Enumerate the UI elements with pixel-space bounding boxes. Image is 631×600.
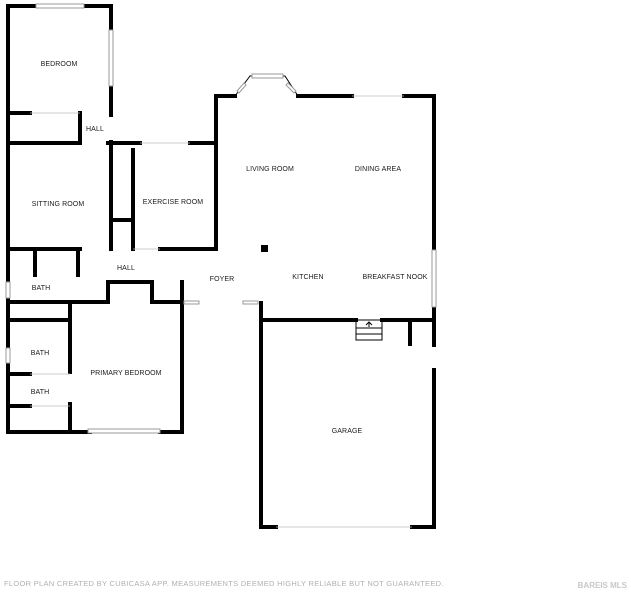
label-primary-bedroom: PRIMARY BEDROOM	[90, 370, 161, 377]
label-hall-upper: HALL	[86, 126, 104, 133]
door-openings	[30, 95, 412, 528]
footer-disclaimer: FLOOR PLAN CREATED BY CUBICASA APP. MEAS…	[4, 579, 444, 588]
mls-watermark: BAREIS MLS	[577, 581, 627, 590]
label-dining-area: DINING AREA	[355, 166, 401, 173]
label-sitting-room: SITTING ROOM	[32, 201, 85, 208]
label-kitchen: KITCHEN	[292, 274, 323, 281]
label-bath-2: BATH	[31, 350, 50, 357]
walls	[6, 4, 436, 529]
windows	[5, 3, 437, 434]
label-foyer: FOYER	[210, 276, 235, 283]
garage-steps	[355, 319, 383, 341]
label-breakfast-nook: BREAKFAST NOOK	[362, 274, 427, 281]
label-hall-lower: HALL	[117, 265, 135, 272]
label-bath-1: BATH	[32, 285, 51, 292]
room-labels: BEDROOM HALL SITTING ROOM EXERCISE ROOM …	[31, 61, 428, 435]
label-bath-3: BATH	[31, 389, 50, 396]
label-garage: GARAGE	[332, 428, 363, 435]
label-exercise-room: EXERCISE ROOM	[143, 199, 203, 206]
column-marker	[261, 245, 268, 252]
label-living-room: LIVING ROOM	[246, 166, 294, 173]
label-bedroom: BEDROOM	[41, 61, 78, 68]
